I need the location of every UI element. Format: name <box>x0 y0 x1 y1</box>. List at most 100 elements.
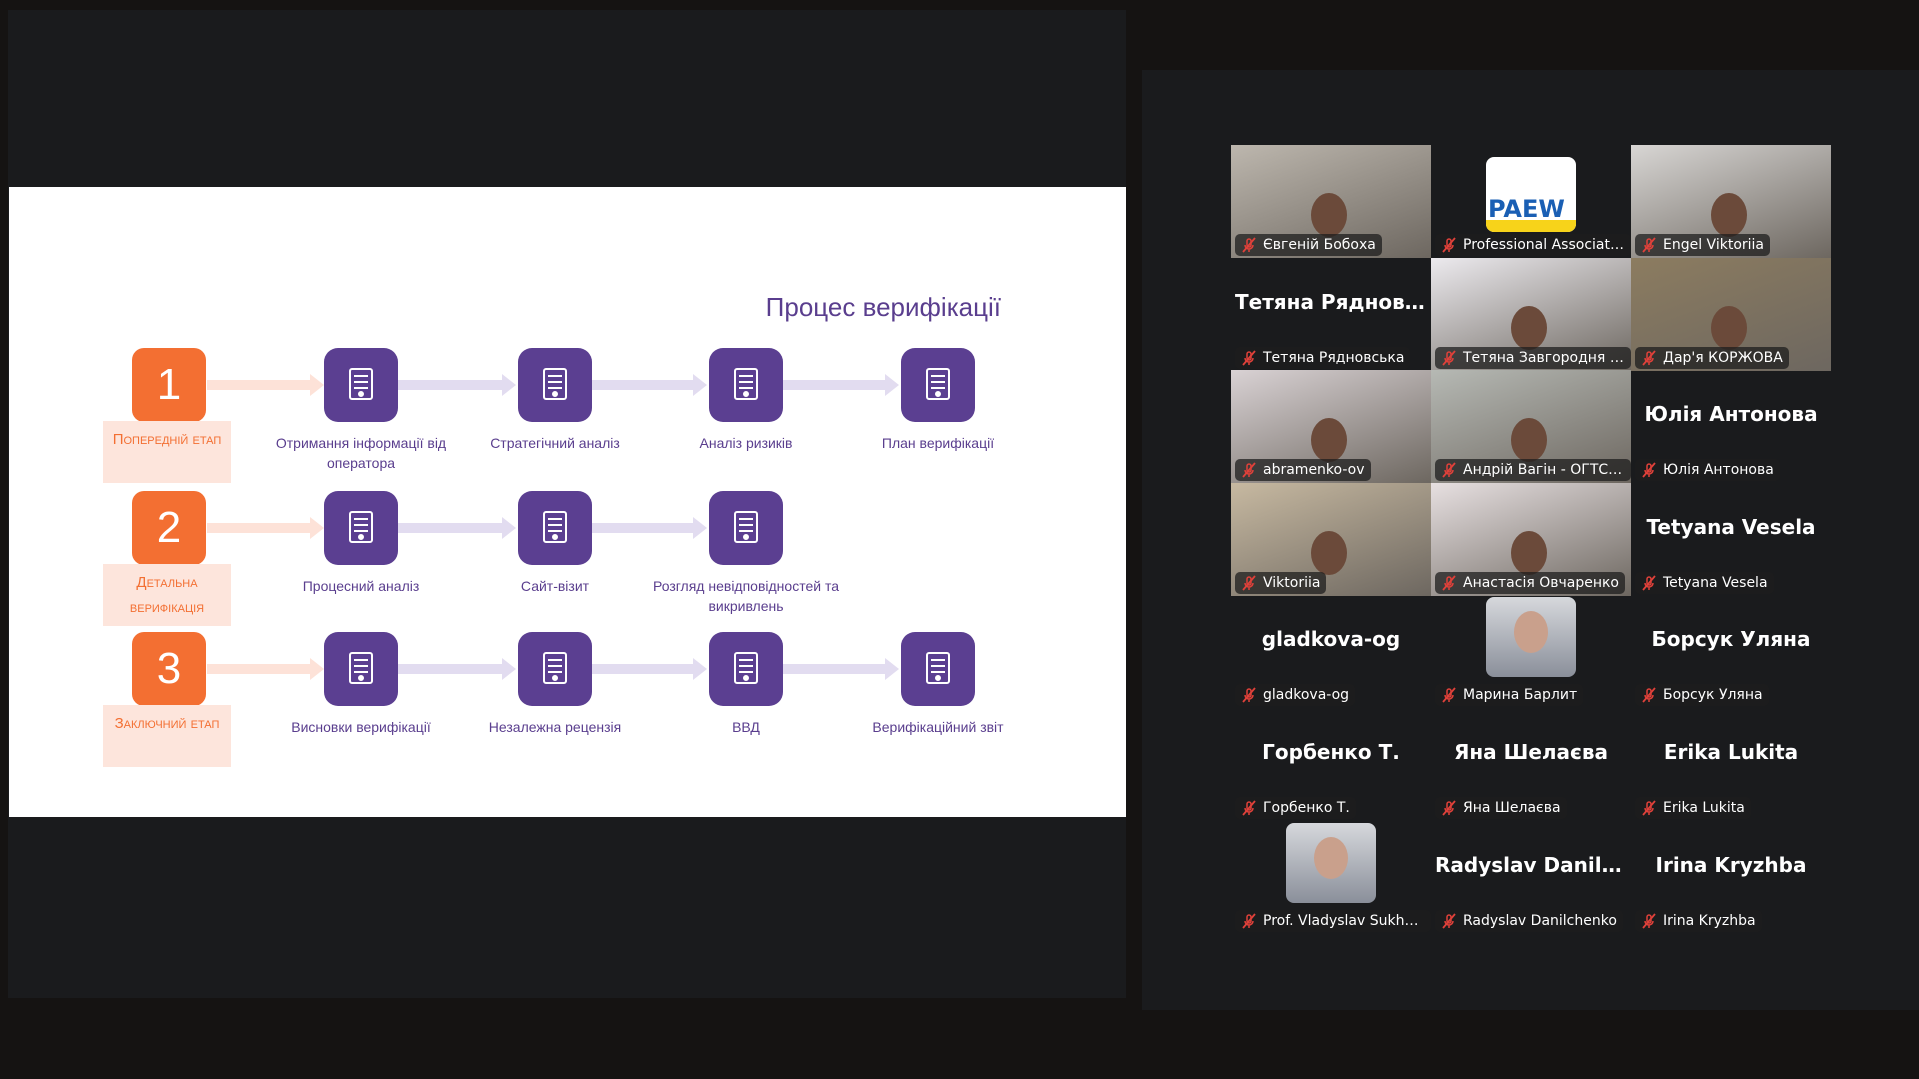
muted-mic-icon <box>1642 687 1656 703</box>
participant-name-tag: Борсук Уляна <box>1635 684 1769 707</box>
arrow <box>592 374 707 396</box>
presentation-slide: Процес верифікації 1 Попередній етап Отр… <box>9 187 1126 817</box>
participant-name: Тетяна Рядновська <box>1263 349 1405 366</box>
participant-name-tag: Tetyana Vesela <box>1635 571 1774 594</box>
muted-mic-icon <box>1242 350 1256 366</box>
gear-cycle-icon <box>709 632 783 706</box>
step-label: Аналіз ризиків <box>699 435 793 451</box>
step-label: Отримання інформації від оператора <box>275 435 447 471</box>
participant-tile[interactable]: Марина Барлит <box>1431 595 1631 708</box>
muted-mic-icon <box>1242 575 1256 591</box>
participant-name-tag: gladkova-og <box>1235 684 1356 707</box>
step-label: План верифікації <box>881 435 995 451</box>
participant-name: Viktoriia <box>1263 574 1321 591</box>
muted-mic-icon <box>1242 800 1256 816</box>
profile-picture <box>1486 597 1576 678</box>
muted-mic-icon <box>1442 800 1456 816</box>
participant-name-tag: Erika Lukita <box>1635 797 1751 819</box>
participant-name-tag: Андрій Вагін - ОГТСУ ... <box>1435 459 1631 482</box>
participant-tile[interactable]: Prof. Vladyslav Sukhen... <box>1231 821 1431 934</box>
step-label: Розгляд невідповідностей та викривлень <box>652 578 839 614</box>
participant-tile[interactable]: Анастасія Овчаренко <box>1431 482 1631 596</box>
arrow <box>783 658 899 680</box>
arrow <box>207 374 324 396</box>
participant-name-tag: Юлія Антонова <box>1635 459 1780 482</box>
participant-display-name: Яна Шелаєва <box>1453 740 1609 764</box>
participant-display-name: gladkova-og <box>1261 627 1401 652</box>
participant-name: Irina Kryzhba <box>1663 912 1756 929</box>
participant-name-tag: Professional Associatio... <box>1435 234 1631 256</box>
report-icon <box>901 632 975 706</box>
document-list-icon <box>709 491 783 565</box>
arrow <box>398 374 516 396</box>
participant-name: Андрій Вагін - ОГТСУ ... <box>1463 462 1631 479</box>
step-label: Верифікаційний звіт <box>872 719 1004 735</box>
participant-tile[interactable]: Тетяна Рядновс...Тетяна Рядновська <box>1231 258 1431 371</box>
arrow <box>592 658 707 680</box>
muted-mic-icon <box>1242 913 1256 929</box>
muted-mic-icon <box>1442 575 1456 591</box>
participant-name: Prof. Vladyslav Sukhen... <box>1263 912 1431 929</box>
participant-display-name: Tetyana Vesela <box>1646 514 1816 539</box>
participant-display-name: Горбенко Т. <box>1262 740 1400 764</box>
participant-tile[interactable]: Євгеній Бобоха <box>1231 145 1431 258</box>
step-label: Стратегічний аналіз <box>490 435 620 451</box>
stage-2-label: Детальна верифікація <box>103 564 231 626</box>
participant-name: Євгеній Бобоха <box>1263 237 1376 253</box>
step-label: ВВД <box>732 719 760 735</box>
participant-display-name: Erika Lukita <box>1663 740 1799 764</box>
participant-tile[interactable]: Тетяна Завгородня Бюро... <box>1431 257 1631 371</box>
step-label: Незалежна рецензія <box>488 719 622 735</box>
participant-name: Юлія Антонова <box>1663 462 1774 479</box>
arrow <box>592 517 707 539</box>
participant-name: Горбенко Т. <box>1263 800 1350 816</box>
step-label: Процесний аналіз <box>302 578 420 594</box>
participant-tile[interactable]: Viktoriia <box>1231 482 1431 596</box>
participant-display-name: Юлія Антонова <box>1644 402 1818 427</box>
participant-tile[interactable]: Radyslav Danilc... Radyslav Danilchenko <box>1431 821 1631 934</box>
lightbulb-icon <box>324 632 398 706</box>
participant-name: Radyslav Danilchenko <box>1463 912 1617 929</box>
arrow <box>398 517 516 539</box>
participant-name: gladkova-og <box>1263 687 1350 704</box>
participant-name: Дар'я КОРЖОВА <box>1663 349 1783 366</box>
participant-tile[interactable]: Горбенко Т. Горбенко Т. <box>1231 708 1431 821</box>
participant-name-tag: Яна Шелаєва <box>1435 797 1567 819</box>
arrow <box>398 658 516 680</box>
muted-mic-icon <box>1242 237 1256 253</box>
muted-mic-icon <box>1642 800 1656 816</box>
participant-display-name: Radyslav Danilc... <box>1435 852 1631 877</box>
participant-name-tag: Radyslav Danilchenko <box>1435 909 1623 932</box>
checklist-icon <box>901 348 975 422</box>
participant-name: Марина Барлит <box>1463 687 1578 704</box>
arrow <box>207 517 324 539</box>
participant-tile[interactable]: Engel Viktoriia <box>1631 145 1831 258</box>
arrow <box>783 374 899 396</box>
participant-name-tag: Prof. Vladyslav Sukhen... <box>1235 909 1431 932</box>
participant-display-name: Борсук Уляна <box>1651 627 1811 652</box>
muted-mic-icon <box>1642 575 1656 591</box>
participant-name: Professional Associatio... <box>1463 237 1631 253</box>
participant-tile[interactable]: abramenko-ov <box>1231 370 1431 484</box>
muted-mic-icon <box>1442 687 1456 703</box>
step-label: Висновки верифікації <box>291 719 431 735</box>
participant-tile[interactable]: gladkova-og gladkova-og <box>1231 595 1431 708</box>
step-label: Сайт-візит <box>520 578 590 594</box>
arrow <box>207 658 324 680</box>
stage-1-label: Попередній етап <box>103 421 231 483</box>
stage-1-number: 1 <box>132 348 206 422</box>
participant-tile[interactable]: Дар'я КОРЖОВА <box>1631 257 1831 371</box>
strategy-head-icon <box>518 348 592 422</box>
participant-name-tag: Євгеній Бобоха <box>1235 234 1382 256</box>
participant-tile[interactable]: Андрій Вагін - ОГТСУ ... <box>1431 370 1631 484</box>
participant-name: Борсук Уляна <box>1663 687 1763 704</box>
participant-name-tag: Марина Барлит <box>1435 684 1584 707</box>
